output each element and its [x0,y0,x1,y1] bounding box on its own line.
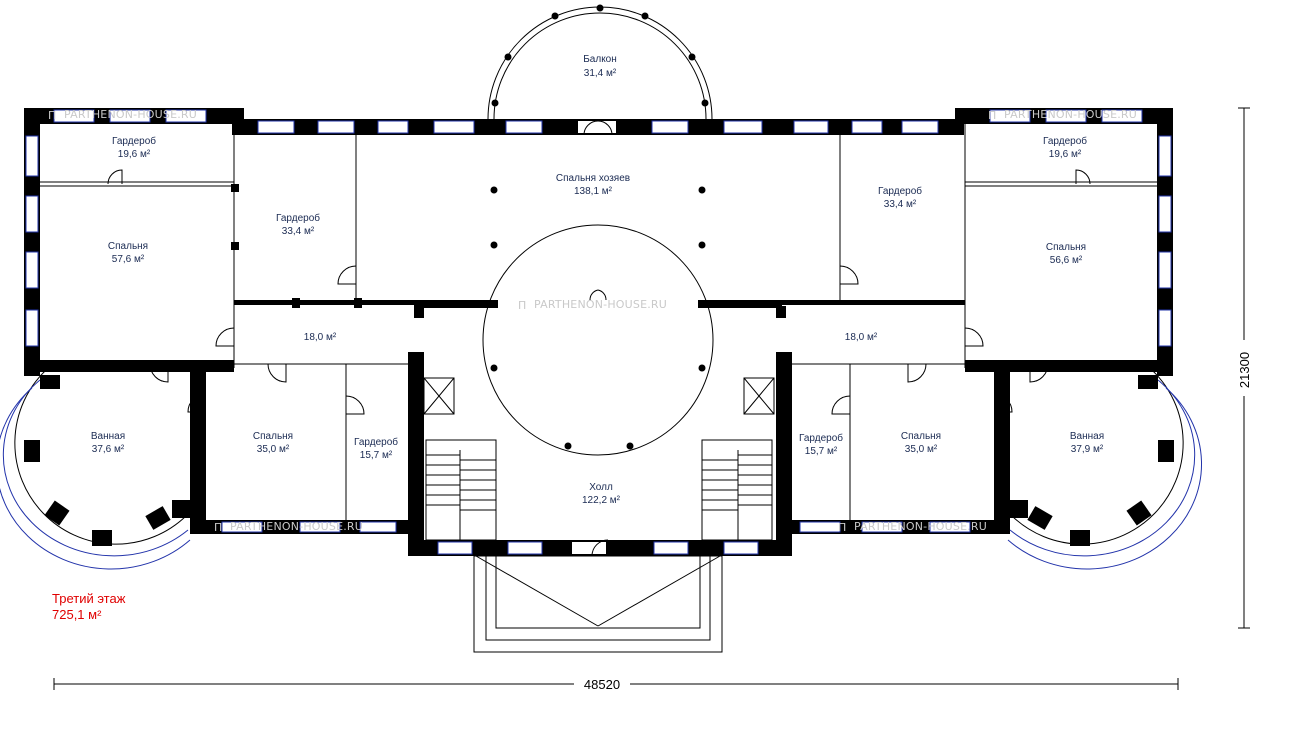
bath-tower-left [0,369,196,570]
room-area: 31,4 м² [584,68,617,79]
room-name: Балкон [583,54,617,65]
room-name: Ванная [1070,431,1104,442]
dimension-height-label: 21300 [1237,352,1252,388]
room-name: Гардероб [354,436,398,448]
watermark-text: PARTHENON-HOUSE.RU [534,298,667,311]
floor-summary: Третий этаж 725,1 м² [52,591,125,623]
stairs-left [423,377,497,541]
room-name: Гардероб [112,135,156,147]
room-area: 18,0 м² [304,332,337,343]
svg-text:Π: Π [988,109,996,122]
room-area: 37,6 м² [92,444,125,455]
room-bedroom-left-2: Спальня 35,0 м² [253,431,293,455]
room-name: Спальня [1046,242,1086,253]
doors [107,169,1091,557]
room-wardrobe-top-right: Гардероб 19,6 м² [1043,135,1087,160]
room-area: 33,4 м² [282,226,315,237]
room-labels: Балкон 31,4 м² Спальня хозяев 138,1 м² Г… [91,54,1104,506]
floor-name: Третий этаж [52,591,126,606]
room-area: 138,1 м² [574,186,613,197]
room-name: Гардероб [276,212,320,224]
room-area: 19,6 м² [1049,149,1082,160]
room-area: 35,0 м² [257,444,290,455]
room-area: 19,6 м² [118,149,151,160]
room-area: 18,0 м² [845,332,878,343]
room-balcony: Балкон 31,4 м² [583,54,617,79]
room-area: 122,2 м² [582,495,621,506]
room-bedroom-right-2: Спальня 35,0 м² [901,431,941,455]
room-name: Ванная [91,431,125,442]
room-wardrobe-top-left: Гардероб 19,6 м² [112,135,156,160]
room-wardrobe-left-2: Гардероб 33,4 м² [276,212,320,237]
room-wardrobe-right-2: Гардероб 33,4 м² [878,185,922,210]
watermarks: Π PARTHENON-HOUSE.RU Π PARTHENON-HOUSE.R… [48,108,1137,534]
room-name: Гардероб [1043,135,1087,147]
interior-walls [40,124,1157,520]
svg-text:Π: Π [48,109,56,122]
bath-tower-right [1004,369,1202,570]
room-name: Спальня [108,241,148,252]
room-area: 15,7 м² [805,446,838,457]
watermark-text: PARTHENON-HOUSE.RU [1004,108,1137,121]
watermark-text: PARTHENON-HOUSE.RU [230,520,363,533]
rotunda [482,186,714,456]
room-bath-left: Ванная 37,6 м² [91,431,125,455]
dimension-width: 48520 [53,675,1179,692]
room-name: Спальня [253,431,293,442]
room-wardrobe-left-3: Гардероб 15,7 м² [354,436,398,461]
room-bedroom-right: Спальня 56,6 м² [1046,242,1086,266]
room-corridor-left: 18,0 м² [304,332,337,343]
svg-text:Π: Π [214,521,222,534]
stairs-right [701,377,775,541]
entrance-canopy [473,555,723,653]
watermark-text: PARTHENON-HOUSE.RU [64,108,197,121]
balcony [487,4,713,136]
room-bath-right: Ванная 37,9 м² [1070,431,1104,455]
room-area: 15,7 м² [360,450,393,461]
room-wardrobe-right-3: Гардероб 15,7 м² [799,432,843,457]
room-master-bedroom: Спальня хозяев 138,1 м² [556,173,630,197]
room-area: 56,6 м² [1050,255,1083,266]
dimension-height: 21300 [1236,107,1252,629]
room-hall: Холл 122,2 м² [582,482,621,506]
svg-text:Π: Π [838,521,846,534]
svg-text:Π: Π [518,299,526,312]
room-bedroom-left: Спальня 57,6 м² [108,241,148,265]
floor-area: 725,1 м² [52,607,102,622]
room-corridor-right: 18,0 м² [845,332,878,343]
room-area: 37,9 м² [1071,444,1104,455]
room-name: Гардероб [878,185,922,197]
watermark-text: PARTHENON-HOUSE.RU [854,520,987,533]
dimension-width-label: 48520 [584,677,620,692]
room-name: Холл [589,482,613,493]
room-area: 35,0 м² [905,444,938,455]
room-area: 33,4 м² [884,199,917,210]
top-windows [25,109,1172,555]
room-name: Гардероб [799,432,843,444]
room-area: 57,6 м² [112,254,145,265]
room-name: Спальня хозяев [556,173,630,184]
room-name: Спальня [901,431,941,442]
